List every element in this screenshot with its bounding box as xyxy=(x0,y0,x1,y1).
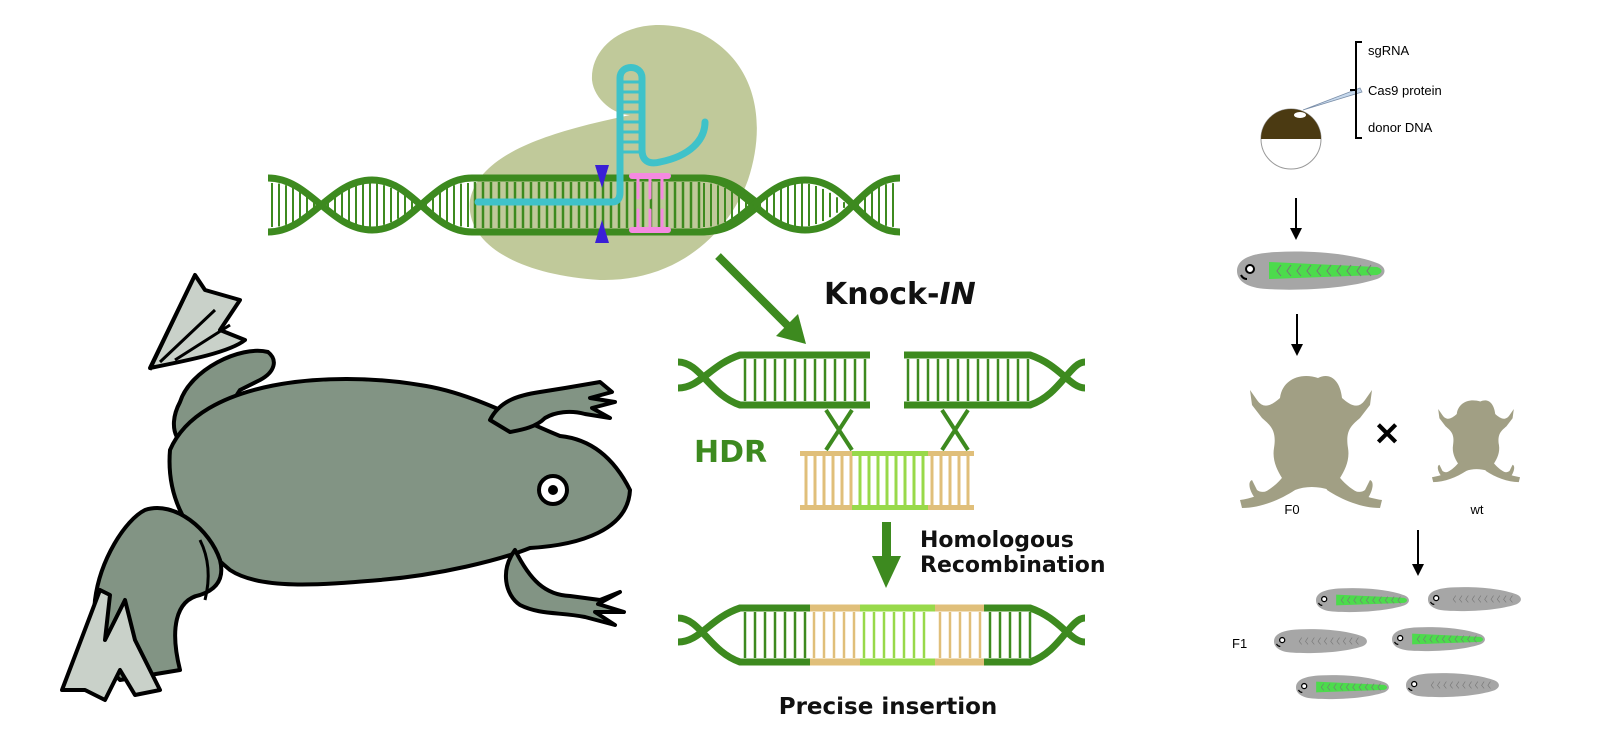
cut-arrow-bottom-icon xyxy=(595,220,609,243)
tadpole-eye-icon xyxy=(1321,595,1328,603)
cas9-complex xyxy=(469,25,757,281)
arrow-down-3-icon xyxy=(1412,530,1424,576)
f0-tadpole xyxy=(1237,251,1385,290)
f1-tadpole xyxy=(1406,673,1499,698)
f1-tadpole xyxy=(1392,627,1485,652)
f1-tadpole xyxy=(1316,588,1409,613)
arrow-down-2-icon xyxy=(1291,314,1303,356)
f0-adult-frog-silhouette xyxy=(1240,376,1382,508)
result-dna xyxy=(677,604,1086,666)
hr-label-line1: Homologous xyxy=(920,528,1074,553)
arrow-down-1-icon xyxy=(1290,198,1302,240)
cut-arrow-top-icon xyxy=(595,165,609,188)
gfp-expression xyxy=(1336,594,1408,606)
wt-adult-frog-silhouette xyxy=(1431,400,1521,483)
xenopus-frog-illustration xyxy=(60,273,632,702)
cross-symbol: ✕ xyxy=(1374,416,1401,452)
arrow-down-hr-icon xyxy=(872,522,901,588)
egg-injection xyxy=(1260,41,1363,170)
f0-label: F0 xyxy=(1284,502,1299,517)
sgrna xyxy=(474,64,709,206)
tadpole-eye-icon xyxy=(1433,594,1440,602)
injection-needle-icon xyxy=(1302,87,1363,111)
tadpole-eye-icon xyxy=(1301,682,1308,690)
injection-item-sgrna: sgRNA xyxy=(1368,43,1410,58)
broken-dna xyxy=(677,351,1086,452)
knockin-title: Knock-IN xyxy=(824,277,976,312)
cut-site-markers xyxy=(595,165,609,243)
tadpole-eye-icon xyxy=(1279,636,1286,644)
wt-label: wt xyxy=(1470,502,1484,517)
hdr-label: HDR xyxy=(694,435,767,470)
pam-site xyxy=(629,173,671,233)
tadpole-eye-icon xyxy=(1397,634,1404,642)
injection-item-donor: donor DNA xyxy=(1368,120,1433,135)
f1-tadpole xyxy=(1296,675,1389,700)
f1-offspring-grid xyxy=(1274,587,1521,700)
f0-tadpole-gfp xyxy=(1237,251,1385,290)
f1-tadpole xyxy=(1274,629,1367,654)
arrow-to-knockin-icon xyxy=(715,253,806,344)
tadpole-eye-icon xyxy=(1245,264,1255,274)
tadpole-eye-icon xyxy=(1411,680,1418,688)
bracket-icon xyxy=(1350,41,1362,139)
injection-item-cas9: Cas9 protein xyxy=(1368,83,1442,98)
gfp-expression xyxy=(1269,262,1382,279)
donor-dna xyxy=(800,451,974,510)
gfp-expression xyxy=(1316,681,1388,693)
precise-insertion-label: Precise insertion xyxy=(779,694,998,720)
f1-label: F1 xyxy=(1232,636,1247,651)
hr-label-line2: Recombination xyxy=(920,553,1106,578)
cas9-protein-blob xyxy=(469,25,757,281)
gfp-expression xyxy=(1412,633,1484,645)
f1-tadpole xyxy=(1428,587,1521,612)
